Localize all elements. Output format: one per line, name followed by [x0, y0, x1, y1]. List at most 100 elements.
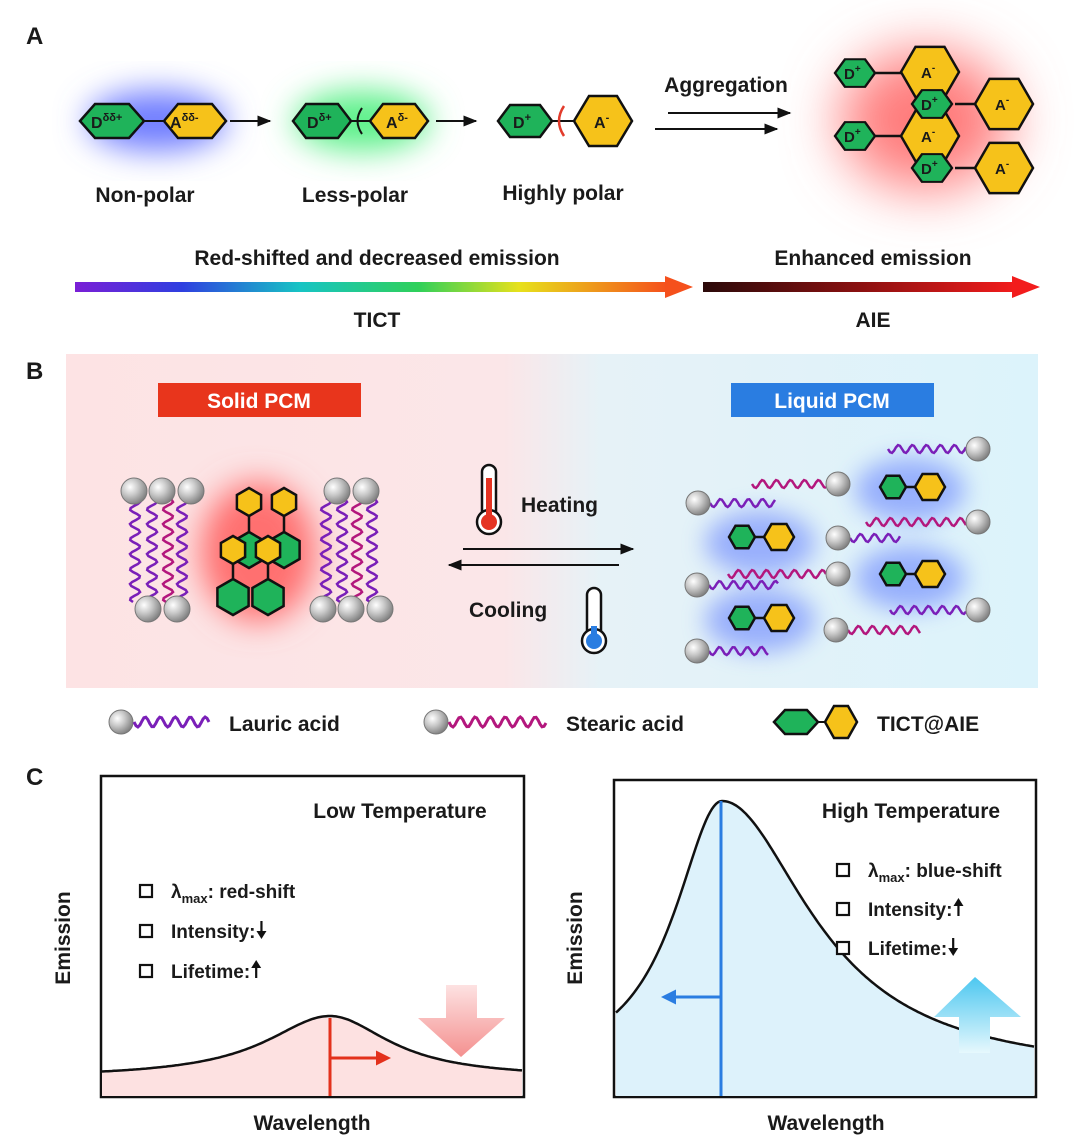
fatty-acid-chain [707, 579, 779, 591]
aie-arrowhead [1012, 276, 1040, 298]
property-item: Lifetime: [868, 939, 947, 960]
headgroup-sphere [825, 471, 851, 497]
headgroup-sphere [684, 572, 710, 598]
headgroup-sphere [309, 595, 337, 623]
legend-tictaie: TICT@AIE [877, 713, 979, 736]
headgroup-sphere [148, 477, 176, 505]
svg-text:Aδ-: Aδ- [386, 112, 408, 132]
tictaie-molecule [727, 522, 796, 552]
panel-a-letter: A [26, 23, 43, 50]
low-xlabel: Wavelength [253, 1112, 370, 1135]
thermometer-cold-icon [580, 586, 608, 655]
up-arrow-icon [953, 898, 964, 906]
aggregate-donor: D+ [910, 153, 954, 183]
headgroup-sphere [163, 595, 191, 623]
svg-text:D+: D+ [844, 64, 861, 83]
property-item: Intensity: [868, 900, 952, 921]
checkbox-icon [835, 901, 851, 917]
aggregate-acceptor: A- [973, 77, 1035, 131]
aie-label: AIE [855, 309, 890, 332]
svg-text:D+: D+ [844, 127, 861, 146]
property-item: Intensity: [171, 922, 255, 943]
headgroup-sphere [825, 525, 851, 551]
aggregate-acceptor: A- [973, 141, 1035, 195]
tictaie-molecule [878, 472, 947, 502]
headgroup-sphere [965, 509, 991, 535]
legend: Lauric acid Stearic acid TICT@AIE [108, 704, 979, 740]
headgroup-sphere [177, 477, 205, 505]
nonpolar-molecule: Dδδ+ Aδδ- [78, 102, 228, 140]
blue-glow [855, 546, 965, 610]
headgroup-sphere [366, 595, 394, 623]
svg-text:A-: A- [995, 159, 1009, 178]
label-nonpolar: Non-polar [95, 184, 194, 207]
aggregate-donor: D+ [833, 121, 877, 151]
panel-c-letter: C [26, 764, 43, 791]
headgroup-sphere [337, 595, 365, 623]
blue-glow [705, 511, 815, 575]
tictaie-molecule [878, 559, 947, 589]
liquid-pcm-badge [731, 383, 934, 417]
liquid-pcm-label: Liquid PCM [774, 390, 889, 413]
headgroup-sphere [120, 477, 148, 505]
liquid-phase-mixture [684, 436, 991, 664]
fatty-acid-chain [888, 604, 967, 616]
svg-text:D+: D+ [921, 159, 938, 178]
low-emission-fill [102, 1016, 522, 1096]
svg-text:A-: A- [921, 63, 935, 82]
thermometer-hot-icon [475, 463, 503, 536]
fatty-acid-chain [864, 516, 968, 528]
fatty-acid-chain [708, 497, 777, 509]
low-ylabel: Emission [52, 891, 75, 984]
highlypolar-molecule: D+ A- [496, 94, 634, 148]
headgroup-sphere [352, 477, 380, 505]
high-xlabel: Wavelength [767, 1112, 884, 1135]
headgroup-sphere [825, 561, 851, 587]
svg-text:Aδδ-: Aδδ- [170, 112, 199, 132]
label-lesspolar: Less-polar [302, 184, 408, 207]
blue-glow [855, 458, 965, 522]
twist-icon [356, 107, 363, 135]
headgroup-sphere [965, 436, 991, 462]
checkbox-icon [835, 862, 851, 878]
panel-b-letter: B [26, 358, 43, 385]
cooling-label: Cooling [469, 599, 547, 622]
headgroup-sphere [684, 638, 710, 664]
high-temperature-plot: High Temperature λmax: blue-shiftIntensi… [612, 778, 1038, 1099]
checkbox-icon [835, 940, 851, 956]
acceptor-hexagon [368, 102, 430, 140]
checkbox-icon [138, 883, 154, 899]
acceptor-hexagon [162, 102, 228, 140]
tict-arrowhead [665, 276, 693, 298]
aggregation-label: Aggregation [664, 74, 788, 97]
aie-caption: Enhanced emission [774, 247, 971, 270]
fatty-acid-chain [707, 645, 769, 657]
headgroup-sphere [323, 477, 351, 505]
high-title: High Temperature [822, 800, 1000, 823]
checkbox-icon [138, 923, 154, 939]
solid-pcm-label: Solid PCM [207, 390, 311, 413]
increase-arrow-icon [934, 977, 1021, 1053]
fatty-acid-chain [846, 624, 922, 636]
tict-label: TICT [354, 309, 401, 332]
checkbox-icon [138, 963, 154, 979]
aggregate-donor: D+ [833, 58, 877, 88]
svg-text:Dδδ+: Dδδ+ [91, 112, 122, 132]
decrease-arrow-icon [418, 985, 505, 1057]
headgroup-sphere [134, 595, 162, 623]
heating-label: Heating [521, 494, 598, 517]
blue-glow [705, 588, 815, 652]
svg-text:Dδ+: Dδ+ [307, 112, 332, 132]
low-emission-curve [101, 1014, 523, 1073]
headgroup-sphere [685, 490, 711, 516]
up-arrow-icon [251, 960, 262, 968]
svg-text:A-: A- [594, 112, 610, 132]
low-temperature-plot: Low Temperature λmax: red-shiftIntensity… [99, 774, 526, 1099]
stearic-wave [447, 715, 548, 729]
acceptor-hexagon [572, 94, 634, 148]
tictaie-molecule [727, 603, 796, 633]
down-arrow-icon [256, 931, 267, 939]
property-item: Lifetime: [171, 962, 250, 983]
label-highlypolar: Highly polar [502, 182, 623, 205]
